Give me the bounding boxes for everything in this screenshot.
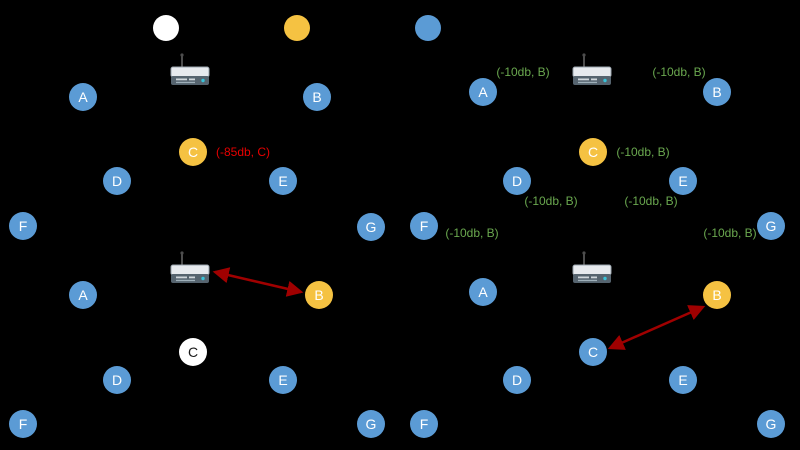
node-top-left-F: F [9,212,37,240]
node-bottom-left-A: A [69,281,97,309]
node-top-right-G: G [757,212,785,240]
annotation-signal-green: (-10db, B) [652,65,706,79]
node-bottom-right-F: F [410,410,438,438]
node-bottom-left-C: C [179,338,207,366]
node-bottom-right-E: E [669,366,697,394]
legend-dot-yellow [284,15,310,41]
arrow-B-to-C [607,305,706,350]
annotation-signal-green: (-10db, B) [445,226,499,240]
node-top-right-C: C [579,138,607,166]
wireless-router-icon [170,53,210,85]
wireless-router-icon [572,251,612,283]
node-bottom-left-B: B [305,281,333,309]
node-bottom-left-G: G [357,410,385,438]
node-top-left-G: G [357,213,385,241]
wireless-router-icon [170,251,210,283]
node-top-right-F: F [410,212,438,240]
node-top-right-E: E [669,167,697,195]
node-bottom-left-F: F [9,410,37,438]
node-bottom-right-B: B [703,281,731,309]
legend-dot-white [153,15,179,41]
annotation-signal-green: (-10db, B) [524,194,578,208]
node-bottom-left-D: D [103,366,131,394]
router-bottom-right [568,250,616,290]
annotation-signal-red: (-85db, C) [215,145,271,159]
node-bottom-left-E: E [269,366,297,394]
node-top-left-B: B [303,83,331,111]
annotation-signal-green: (-10db, B) [624,194,678,208]
annotation-signal-green: (-10db, B) [616,145,670,159]
node-top-left-D: D [103,167,131,195]
node-bottom-right-C: C [579,338,607,366]
arrow-router-to-B [212,267,304,297]
annotation-signal-green: (-10db, B) [496,65,550,79]
node-top-left-A: A [69,83,97,111]
router-top-right [568,52,616,92]
wireless-router-icon [572,53,612,85]
node-top-left-C: C [179,138,207,166]
router-top-left [166,52,214,92]
router-bottom-left [166,250,214,290]
node-bottom-right-D: D [503,366,531,394]
node-top-right-B: B [703,78,731,106]
legend-dot-blue [415,15,441,41]
annotation-signal-green: (-10db, B) [703,226,757,240]
node-top-right-D: D [503,167,531,195]
node-bottom-right-G: G [757,410,785,438]
node-top-left-E: E [269,167,297,195]
node-top-right-A: A [469,78,497,106]
node-bottom-right-A: A [469,278,497,306]
